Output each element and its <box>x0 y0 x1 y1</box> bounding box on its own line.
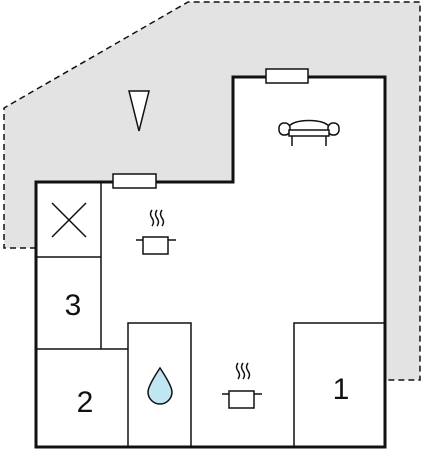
water-drop-icon <box>147 366 173 405</box>
interior-walls <box>36 182 385 447</box>
terrace-dashed-outline <box>3 1 421 381</box>
room-label-3: 3 <box>65 289 82 322</box>
closed-room-cross-icon <box>51 202 87 238</box>
room-label-1: 1 <box>333 373 350 406</box>
cooking-pot-icon <box>136 209 176 255</box>
north-arrow-icon <box>128 90 150 132</box>
house-outline <box>34 75 387 449</box>
room-label-2: 2 <box>77 386 94 419</box>
window-icon <box>265 68 309 84</box>
window-icon <box>112 173 157 189</box>
sofa-icon <box>278 119 340 146</box>
cooking-pot-icon <box>222 362 262 409</box>
